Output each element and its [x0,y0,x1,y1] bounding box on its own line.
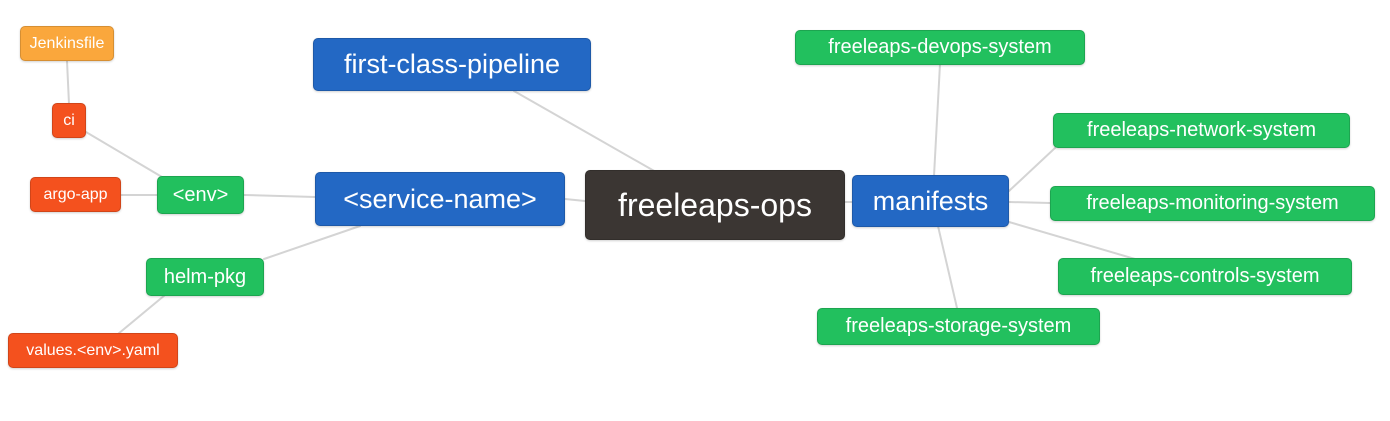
mindmap-node-jenkinsfile[interactable]: Jenkinsfile [20,26,114,61]
mindmap-node-freeleaps-devops-system[interactable]: freeleaps-devops-system [795,30,1085,65]
edge-manifests-freeleaps-monitoring-system [1008,201,1051,204]
mindmap-node-freeleaps-storage-system[interactable]: freeleaps-storage-system [817,308,1100,345]
mindmap-node-freeleaps-network-system[interactable]: freeleaps-network-system [1053,113,1350,148]
mindmap-node-manifests[interactable]: manifests [852,175,1009,227]
mindmap-node-freeleaps-controls-system[interactable]: freeleaps-controls-system [1058,258,1352,295]
mindmap-node-freeleaps-ops[interactable]: freeleaps-ops [585,170,845,240]
mindmap-node-ci[interactable]: ci [52,103,86,138]
edge-first-class-pipeline-freeleaps-ops [513,90,657,173]
mindmap-node-service-name[interactable]: <service-name> [315,172,565,226]
edge-freeleaps-devops-system-manifests [933,63,941,177]
edge-service-name-freeleaps-ops [564,198,586,202]
mindmap-node-values-env-yaml[interactable]: values.<env>.yaml [8,333,178,368]
edge-helm-pkg-values-env-yaml [117,294,166,335]
edge-manifests-freeleaps-network-system [1008,147,1056,192]
mindmap-node-env[interactable]: <env> [157,176,244,214]
mindmap-node-helm-pkg[interactable]: helm-pkg [146,258,264,296]
edge-jenkinsfile-ci [66,60,70,105]
edge-env-service-name [243,194,316,198]
edge-manifests-freeleaps-storage-system [937,225,958,309]
edge-ci-env [85,131,163,178]
mindmap-node-argo-app[interactable]: argo-app [30,177,121,212]
mindmap-node-first-class-pipeline[interactable]: first-class-pipeline [313,38,591,91]
edge-manifests-freeleaps-controls-system [1008,221,1136,260]
mindmap-node-freeleaps-monitoring-system[interactable]: freeleaps-monitoring-system [1050,186,1375,221]
edge-service-name-helm-pkg [263,225,361,260]
